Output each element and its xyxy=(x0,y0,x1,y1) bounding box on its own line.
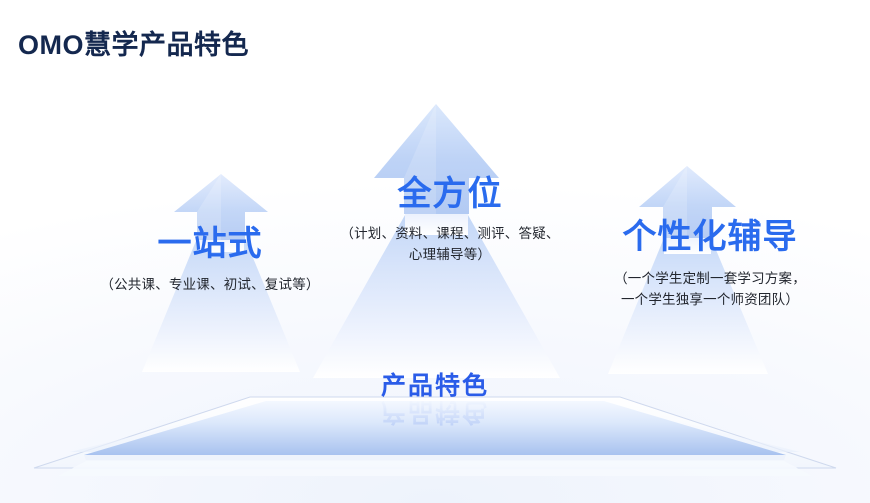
perspective-platform-shape xyxy=(33,396,837,476)
feature-subline-all-round-line2: 心理辅导等） xyxy=(408,247,492,263)
up-arrow-icon-middle xyxy=(313,104,560,378)
feature-headline-personalized-tutoring: 个性化辅导 xyxy=(622,218,798,256)
feature-headline-all-round: 全方位 xyxy=(397,175,503,213)
base-caption: 产品特色 xyxy=(380,372,489,400)
feature-subline-all-round: （计划、资料、课程、测评、答疑、 心理辅导等） xyxy=(310,224,590,266)
page-title: OMO慧学产品特色 xyxy=(18,30,249,60)
feature-column-one-stop: 一站式 （公共课、专业课、初试、复试等） xyxy=(60,225,360,296)
feature-subline-personalized-tutoring-line1: （一个学生定制一套学习方案， xyxy=(614,271,806,287)
feature-headline-one-stop: 一站式 xyxy=(157,225,263,263)
up-arrow-icon-right xyxy=(608,166,768,374)
feature-column-all-round: 全方位 （计划、资料、课程、测评、答疑、 心理辅导等） xyxy=(310,175,590,266)
up-arrow-icon-left xyxy=(142,174,300,372)
feature-subline-one-stop: （公共课、专业课、初试、复试等） xyxy=(100,277,320,293)
feature-column-personalized-tutoring: 个性化辅导 （一个学生定制一套学习方案， 一个学生独享一个师资团队） xyxy=(565,218,855,311)
feature-subline-personalized-tutoring: （一个学生定制一套学习方案， 一个学生独享一个师资团队） xyxy=(565,269,855,311)
feature-subline-personalized-tutoring-line2: 一个学生独享一个师资团队） xyxy=(620,292,800,308)
base-caption-reflection: 产品特色 xyxy=(380,398,489,426)
feature-subline-all-round-line1: （计划、资料、课程、测评、答疑、 xyxy=(340,226,560,242)
